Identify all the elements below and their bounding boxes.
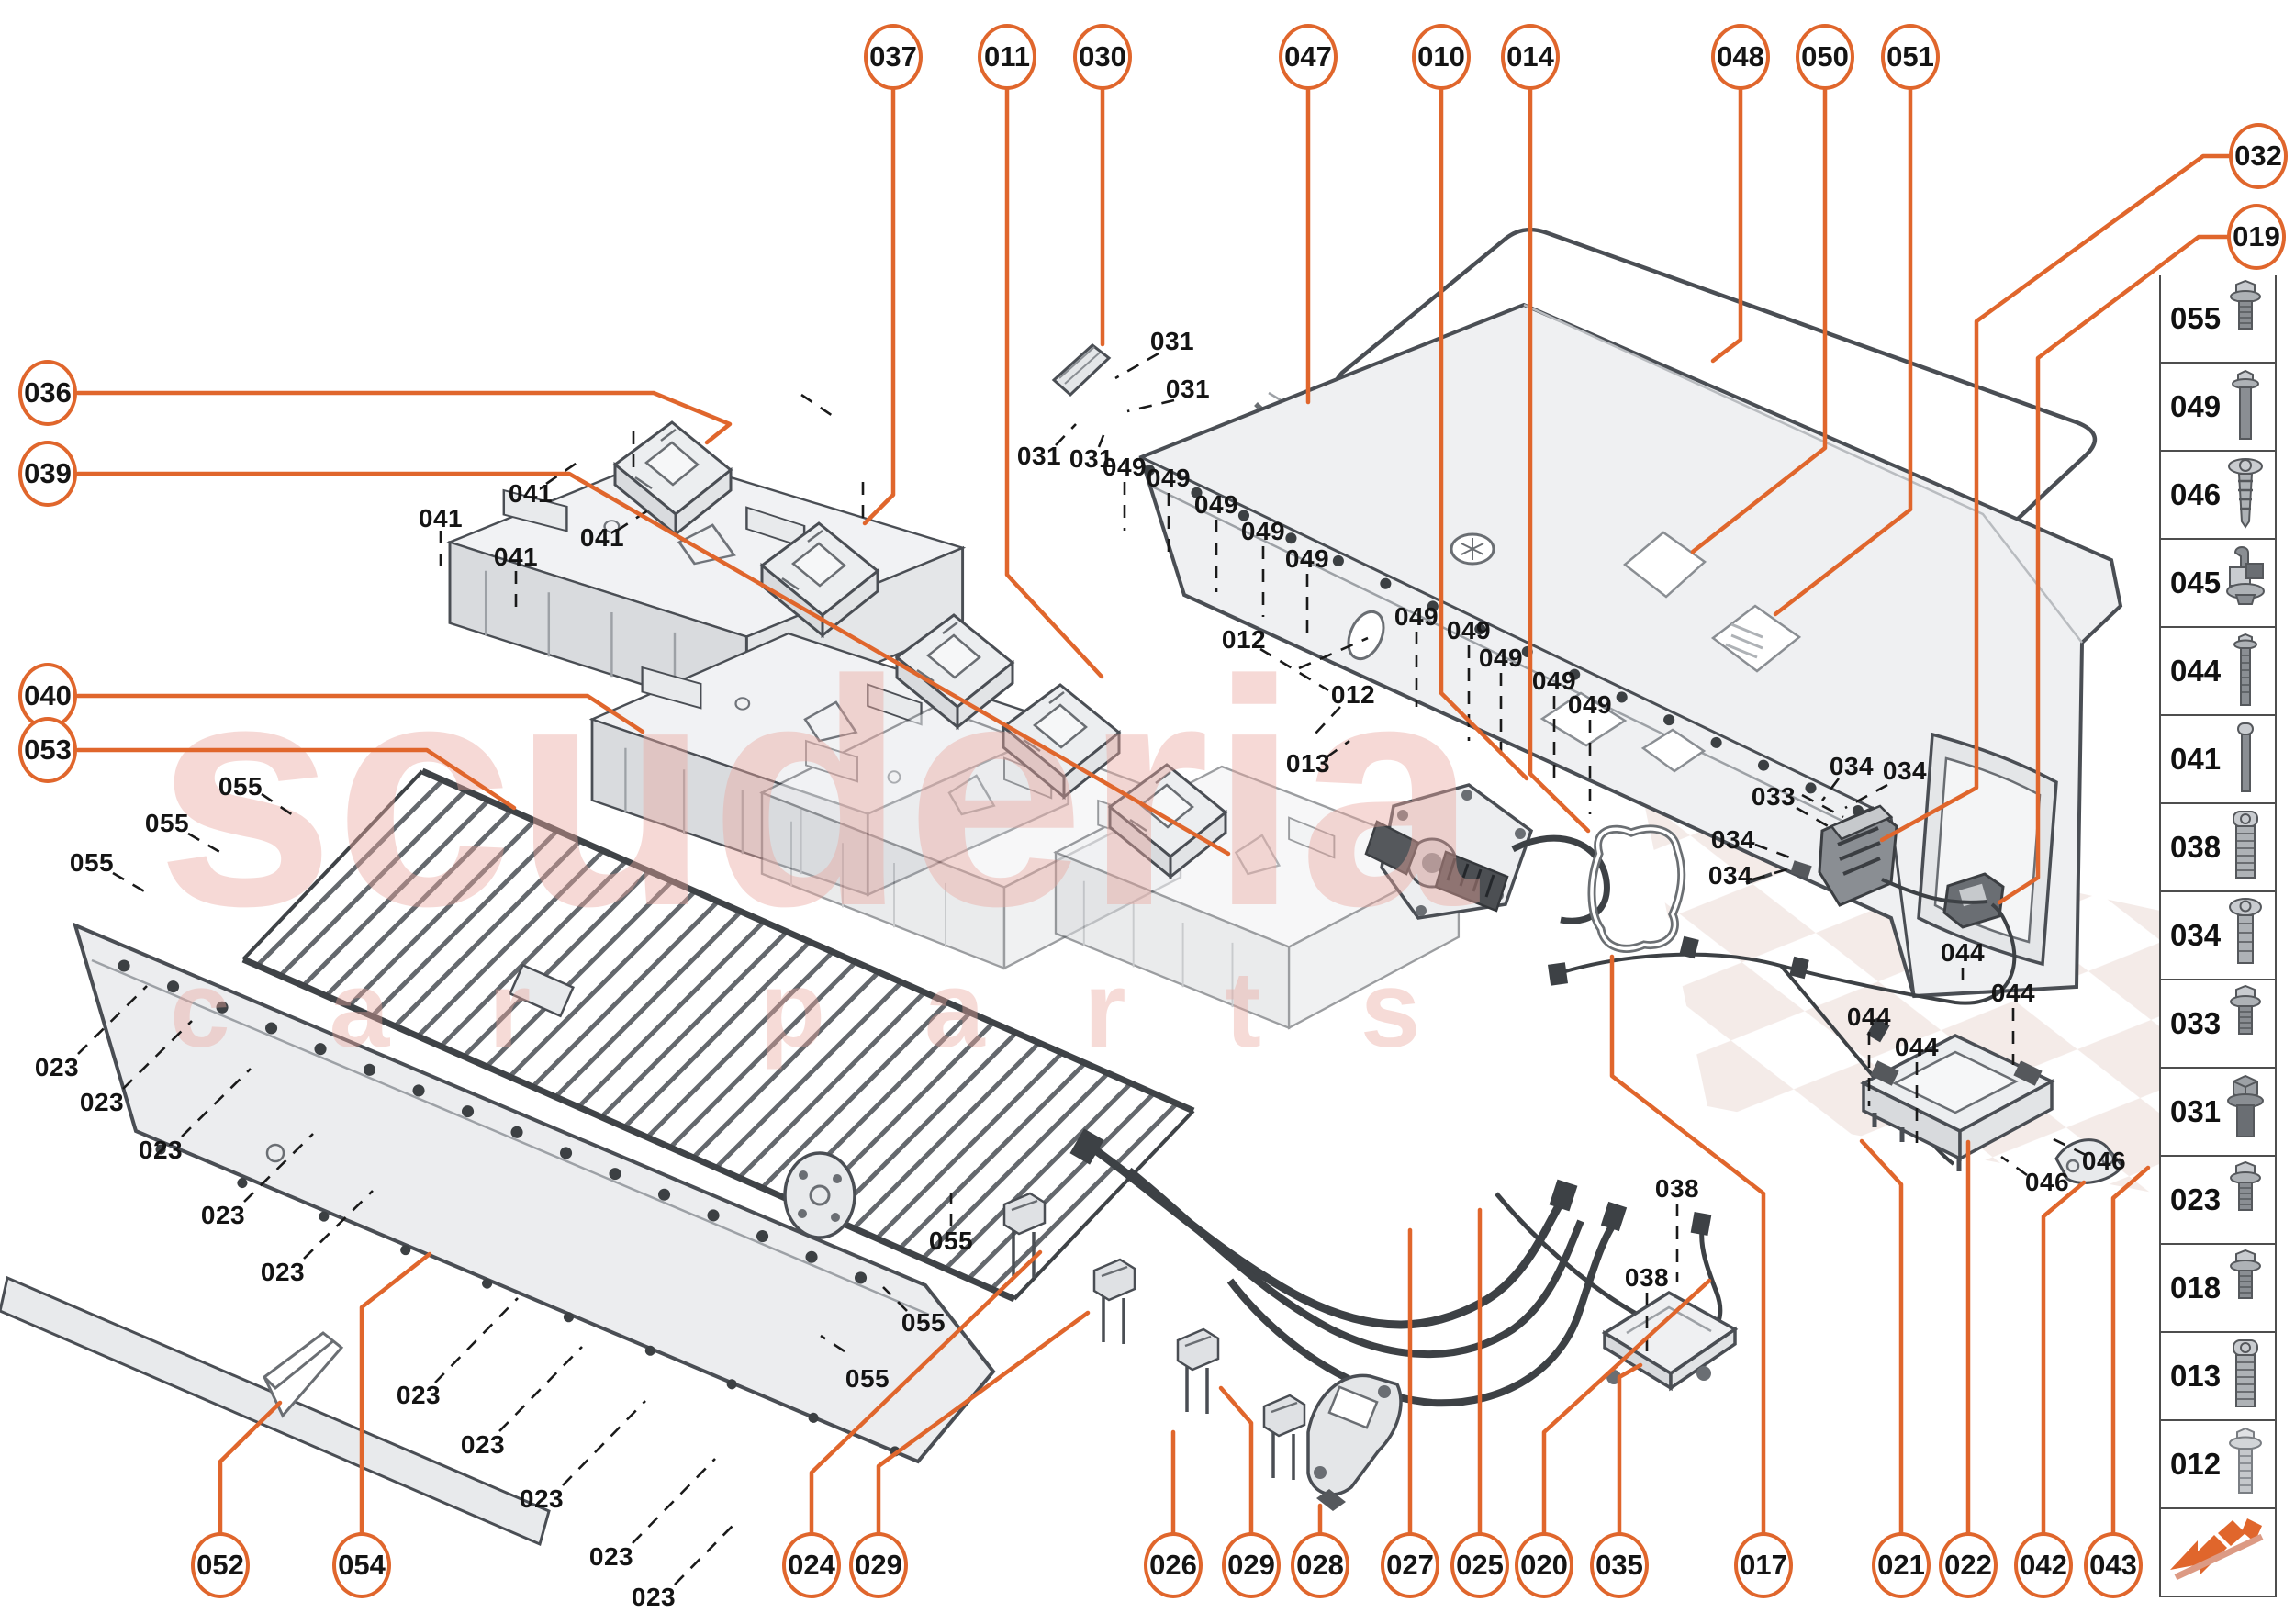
direction-arrow-icon [2170,1518,2264,1581]
fastener-number: 031 [2170,1094,2222,1128]
fastener-icon [2221,896,2270,975]
harness-clip-4 [1262,1394,1306,1482]
fastener-number: 044 [2170,654,2222,688]
fastener-row-041[interactable]: 041 [2159,716,2277,804]
fastener-number: 018 [2170,1271,2222,1305]
assembly-direction-box [2159,1509,2277,1597]
warning-label [1710,604,1802,673]
watermark-tagline-text: car parts [170,949,1520,1070]
fastener-row-034[interactable]: 034 [2159,892,2277,980]
fastener-row-055[interactable]: 055 [2159,275,2277,364]
fastener-icon [2221,1425,2270,1504]
fastener-icon [2221,543,2270,622]
tray-sticker [263,1331,344,1418]
fastener-icon [2221,632,2270,711]
fastener-icon [2221,720,2270,799]
monitor-module [1601,1290,1739,1392]
fastener-number: 038 [2170,830,2222,864]
fastener-number: 012 [2170,1447,2222,1481]
connector-plate [1051,343,1112,398]
fastener-icon [2221,1249,2270,1327]
ecu-bracket [2054,1138,2124,1184]
fastener-number: 045 [2170,566,2222,599]
fastener-icon [2221,1072,2270,1151]
fastener-row-018[interactable]: 018 [2159,1245,2277,1333]
fastener-row-033[interactable]: 033 [2159,980,2277,1069]
fastener-icon [2221,1160,2270,1239]
fastener-rows: 055 049 046 045 [2159,275,2277,1509]
fastener-row-044[interactable]: 044 [2159,628,2277,716]
fastener-icon [2221,808,2270,887]
support-bracket [1306,1373,1403,1511]
battery-ecu [1860,1034,2055,1171]
main-wiring-harness [1069,1128,1628,1407]
fastener-number: 046 [2170,477,2222,511]
fastener-icon [2221,455,2270,534]
fastener-number: 023 [2170,1182,2222,1216]
fastener-icon [2221,984,2270,1063]
fastener-number: 034 [2170,918,2222,952]
cover-sticker [1623,531,1707,599]
fastener-icon [2221,279,2270,358]
fastener-number: 041 [2170,742,2222,776]
fastener-icon [2221,1337,2270,1416]
fastener-number: 049 [2170,389,2222,423]
harness-clip-2 [1092,1258,1136,1346]
cooling-fin-grid [241,767,1195,1303]
fastener-row-012[interactable]: 012 [2159,1421,2277,1509]
flange-bolts-row [1144,465,1892,830]
fastener-icon [2221,367,2270,446]
dashed-leader-lines [77,352,2087,1585]
coolant-pump-assembly [1364,783,1610,924]
fastener-row-038[interactable]: 038 [2159,804,2277,892]
fastener-number: 055 [2170,301,2222,335]
fastener-row-049[interactable]: 049 [2159,364,2277,452]
watermark-brand-text: scuderia [156,614,1480,973]
fastener-row-013[interactable]: 013 [2159,1333,2277,1421]
fastener-row-045[interactable]: 045 [2159,540,2277,628]
fastener-row-023[interactable]: 023 [2159,1157,2277,1245]
fastener-number: 033 [2170,1006,2222,1040]
fastener-legend: 055 049 046 045 [2159,275,2277,1597]
fastener-row-031[interactable]: 031 [2159,1069,2277,1157]
harness-clip-3 [1176,1327,1220,1416]
callout-leader-lines [75,84,2236,1539]
housing-gasket [1587,824,1686,953]
fastener-number: 013 [2170,1359,2222,1393]
grid-roller [783,1151,856,1239]
fastener-row-046[interactable]: 046 [2159,452,2277,540]
